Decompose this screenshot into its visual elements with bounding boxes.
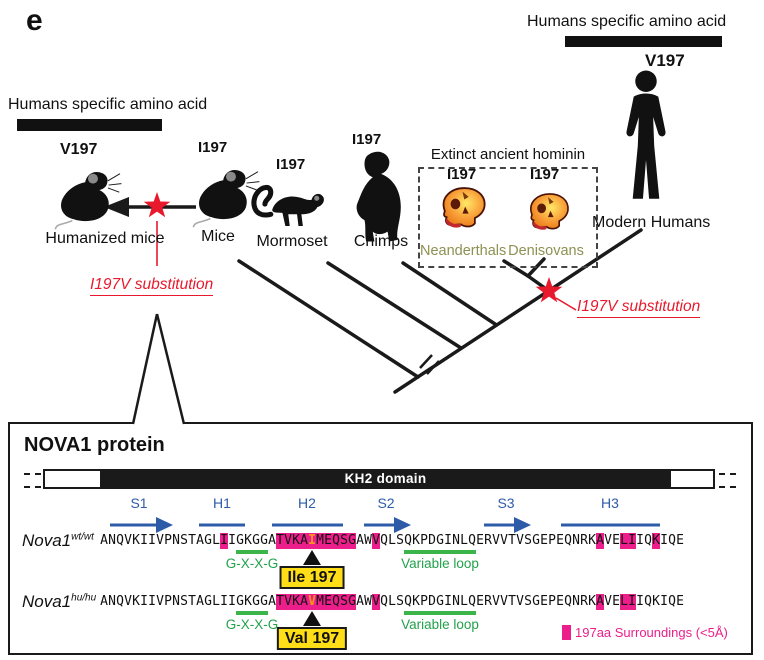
- humanized-mouse-icon: [54, 171, 122, 230]
- allele-label-mormoset: I197: [276, 156, 306, 173]
- substitution-pointer-line-right: [555, 297, 577, 311]
- residue197-callout-ile: Ile 197: [279, 566, 345, 589]
- allele-label-humanized-mice: V197: [60, 141, 98, 158]
- allele-label-mice: I197: [198, 139, 228, 156]
- structure-label-s2: S2: [377, 495, 395, 511]
- branch-break-marks: [419, 354, 440, 375]
- extinct-hominin-box: [418, 167, 598, 268]
- domain-bar-flank-left: [43, 469, 102, 489]
- residue197-pointer: [303, 550, 321, 565]
- row-label-wt: Nova1wt/wt: [22, 531, 94, 550]
- modern-human-icon: [626, 70, 666, 199]
- surroundings-legend: 197aa Surroundings (<5Å): [562, 625, 728, 640]
- marmoset-icon: [251, 184, 324, 226]
- right-header-title: Humans specific amino acid: [527, 13, 727, 30]
- structure-label-s1: S1: [130, 495, 148, 511]
- neanderthal-skull-icon: [442, 187, 486, 228]
- domain-bar-break-left: [24, 486, 41, 488]
- species-label-mice: Mice: [201, 228, 235, 245]
- species-label-denisovans: Denisovans: [508, 243, 584, 259]
- species-label-neanderthals: Neanderthals: [420, 243, 507, 259]
- secondary-structure-glyphs: [110, 517, 660, 533]
- species-label-chimps: Chimps: [353, 233, 409, 250]
- variable-loop-label: Variable loop: [401, 617, 479, 632]
- variable-loop-underline: [404, 611, 476, 615]
- domain-bar-break-left: [24, 473, 41, 475]
- protein-panel-title: NOVA1 protein: [24, 434, 165, 456]
- denisovan-skull-icon: [530, 193, 569, 230]
- allele-label-denisovans: I197: [530, 166, 560, 183]
- kh2-domain-bar: KH2 domain: [102, 469, 669, 489]
- structure-label-h1: H1: [213, 495, 231, 511]
- residue197-callout-val: Val 197: [276, 627, 348, 650]
- substitution-label-left: I197V substitution: [90, 276, 214, 296]
- mouse-icon: [192, 169, 260, 228]
- species-label-mormoset: Mormoset: [256, 233, 328, 250]
- residue197-pointer: [303, 611, 321, 626]
- row-label-hu: Nova1hu/hu: [22, 592, 97, 611]
- right-header-bar: [565, 36, 722, 47]
- gxxg-motif-underline: [236, 611, 268, 615]
- left-header-bar: [17, 119, 162, 131]
- gxxg-motif-label: G-X-X-G: [225, 617, 279, 632]
- allele-label-modern-humans: V197: [645, 51, 685, 70]
- substitution-label-right: I197V substitution: [577, 298, 701, 318]
- nova1-protein-panel: NOVA1 protein KH2 domain S1 H1 H2 S2 S3 …: [8, 422, 753, 655]
- domain-bar-break-right: [719, 486, 736, 488]
- sequence-wt: ANQVKIIVPNSTAGLIIGKGGATVKAIMEQSGAWVQLSQK…: [100, 533, 684, 549]
- allele-label-neanderthals: I197: [447, 166, 477, 183]
- allele-label-chimps: I197: [352, 131, 382, 148]
- gxxg-motif-underline: [236, 550, 268, 554]
- structure-label-h2: H2: [298, 495, 316, 511]
- species-label-humanized-mice: Humanized mice: [45, 230, 165, 247]
- domain-bar-break-right: [719, 473, 736, 475]
- panel-letter: e: [26, 4, 43, 37]
- gxxg-motif-label: G-X-X-G: [225, 556, 279, 571]
- magenta-swatch-icon: [562, 625, 571, 640]
- substitution-star-left: [143, 192, 171, 218]
- sequence-hu: ANQVKIIVPNSTAGLIIGKGGATVKAVMEQSGAWVQLSQK…: [100, 594, 684, 610]
- left-header-title: Humans specific amino acid: [8, 96, 208, 113]
- variable-loop-underline: [404, 550, 476, 554]
- chimp-icon: [356, 151, 401, 242]
- substitution-star-right: [535, 277, 563, 303]
- alignment-row-hu: Nova1hu/hu ANQVKIIVPNSTAGLIIGKGGATVKAVME…: [10, 592, 751, 660]
- species-label-modern-humans: Modern Humans: [592, 214, 711, 231]
- structure-label-s3: S3: [497, 495, 515, 511]
- structure-label-h3: H3: [601, 495, 619, 511]
- alignment-row-wt: Nova1wt/wt ANQVKIIVPNSTAGLIIGKGGATVKAIME…: [10, 531, 751, 658]
- variable-loop-label: Variable loop: [401, 556, 479, 571]
- domain-bar-flank-right: [669, 469, 715, 489]
- extinct-hominin-title: Extinct ancient hominin: [430, 146, 586, 163]
- legend-text: 197aa Surroundings (<5Å): [575, 625, 728, 640]
